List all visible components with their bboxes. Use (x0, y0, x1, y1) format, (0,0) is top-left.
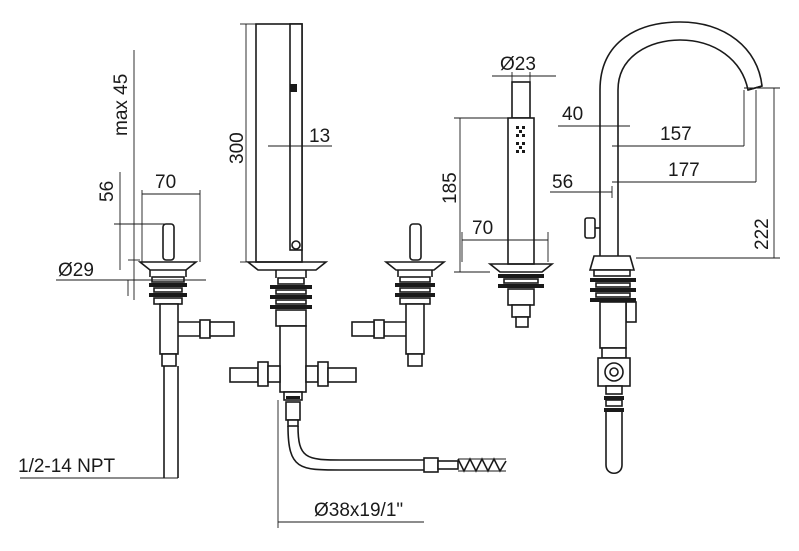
center-left-dimension-lines (240, 23, 424, 528)
spout-assembly (584, 21, 763, 475)
dim-d29-label: Ø29 (58, 260, 94, 281)
left-dimension-lines (20, 50, 206, 479)
dim-56-right-label: 56 (552, 172, 573, 193)
dim-40-label: 40 (562, 104, 583, 125)
center-right-dimension-lines (454, 72, 556, 273)
handshower-on-base (487, 81, 555, 328)
left-handle-valve (137, 223, 235, 478)
dim-185-label: 185 (440, 172, 461, 204)
dim-177-label: 177 (668, 160, 700, 181)
dim-56-left-label: 56 (97, 181, 118, 202)
dim-13-label: 13 (309, 126, 330, 147)
spray-nozzle-pattern (516, 126, 525, 153)
handshower-holder-assembly (229, 23, 507, 473)
dim-max45-label: max 45 (111, 74, 132, 136)
dim-d38-label: Ø38x19/1" (314, 500, 403, 521)
dim-300-label: 300 (227, 132, 248, 164)
right-handle-valve (351, 223, 447, 367)
spout-dimension-lines (550, 87, 780, 259)
dim-222-label: 222 (752, 218, 773, 250)
dim-70-left-label: 70 (155, 172, 176, 193)
dim-d23-label: Ø23 (500, 54, 536, 75)
dim-70-right-label: 70 (472, 218, 493, 239)
dim-157-label: 157 (660, 124, 692, 145)
dim-npt-label: 1/2-14 NPT (18, 456, 116, 477)
